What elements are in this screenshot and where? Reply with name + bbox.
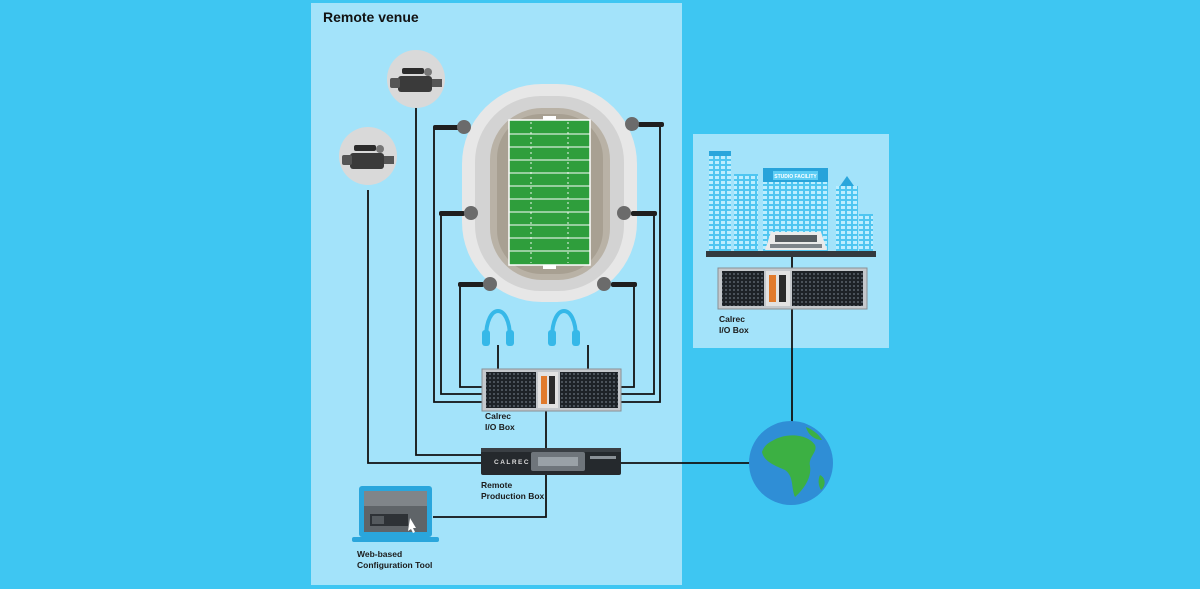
video-camera-icon xyxy=(339,127,397,185)
config-tool-label: Web-based Configuration Tool xyxy=(357,549,432,570)
label-line: Configuration Tool xyxy=(357,559,433,570)
mixing-console-icon xyxy=(765,232,827,250)
microphone-icon xyxy=(439,206,478,220)
studio-io-box-label: Calrec I/O Box xyxy=(719,314,749,335)
studio-sign: STUDIO FACILITY xyxy=(774,174,817,180)
label-line: I/O Box xyxy=(719,324,749,335)
remote-production-box: CALREC xyxy=(481,448,621,475)
studio-io-box xyxy=(717,267,868,310)
stadium-icon xyxy=(462,84,637,302)
label-line: Calrec xyxy=(719,314,745,324)
device-brand: CALREC xyxy=(494,459,530,466)
remote-production-box-label: Remote Production Box xyxy=(481,480,544,501)
label-line: Web-based xyxy=(357,549,403,559)
video-camera-icon xyxy=(387,50,445,108)
headphones-icon xyxy=(548,309,580,346)
label-line: I/O Box xyxy=(485,421,515,432)
label-line: Remote xyxy=(481,480,513,490)
venue-io-box-label: Calrec I/O Box xyxy=(485,411,515,432)
microphone-icon xyxy=(625,117,664,131)
venue-io-box xyxy=(481,368,622,412)
globe-icon xyxy=(749,421,833,505)
microphone-icon xyxy=(433,120,471,134)
connection-lines xyxy=(367,100,793,518)
label-line: Production Box xyxy=(481,490,545,501)
microphone-icon xyxy=(617,206,657,220)
headphones-icon xyxy=(482,309,514,346)
microphone-icon xyxy=(458,277,497,291)
label-line: Calrec xyxy=(485,411,511,421)
laptop-icon xyxy=(352,486,439,542)
venue-title: Remote venue xyxy=(323,9,419,25)
football-field xyxy=(508,119,591,266)
microphone-icon xyxy=(597,277,637,291)
